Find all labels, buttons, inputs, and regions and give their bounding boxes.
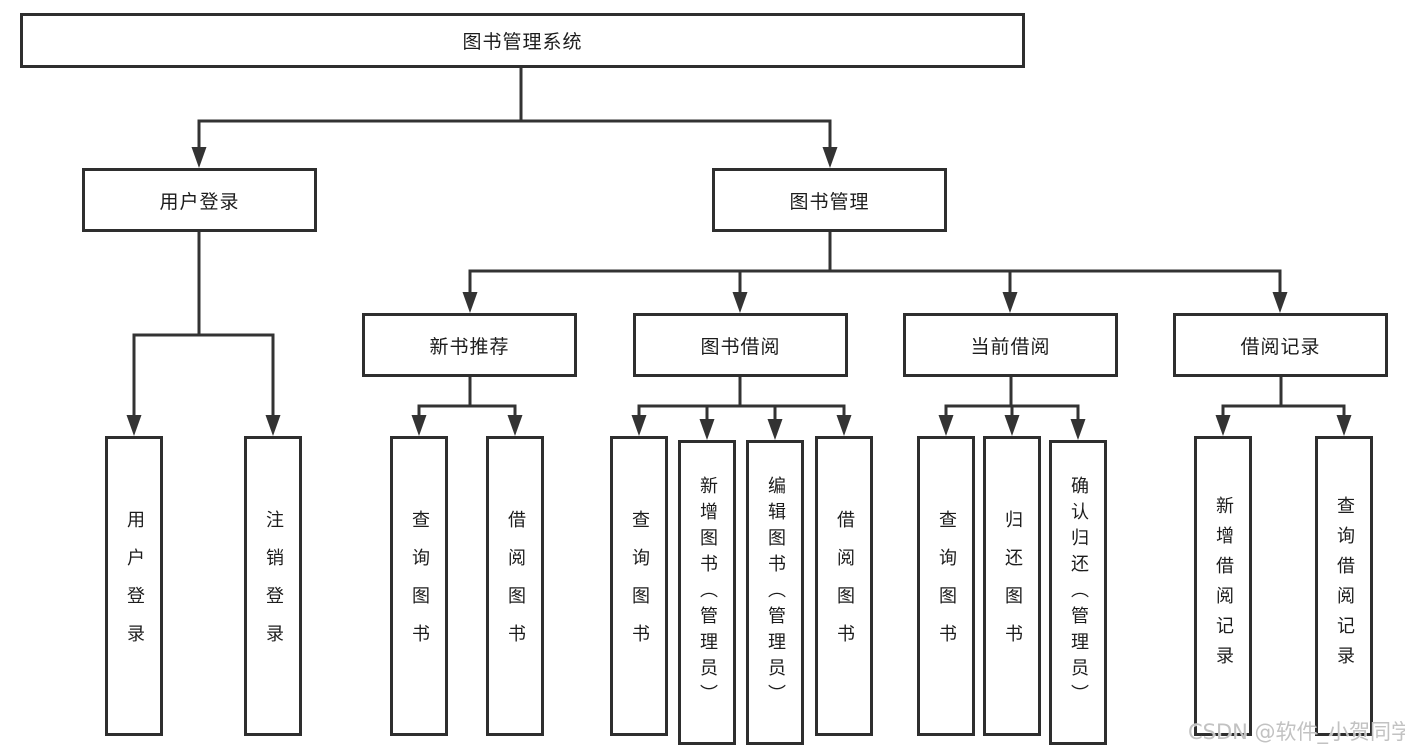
leaf-cb-query-books: 查询图书 <box>917 436 975 736</box>
connector-user-login-to-leaves <box>126 230 281 436</box>
leaf-nb-query-books: 查询图书 <box>390 436 448 736</box>
arrowhead-icon <box>1004 415 1020 436</box>
leaf-user-login: 用户登录 <box>105 436 163 736</box>
arrowhead-icon <box>1272 292 1288 313</box>
node-label: 查询图书 <box>409 510 430 662</box>
leaf-bb-add-books-admin: 新增图书（管理员） <box>678 440 736 745</box>
connector-new-book-recommend-to-leaves <box>411 375 523 436</box>
node-label: 当前借阅 <box>970 335 1051 358</box>
arrowhead-icon <box>1070 419 1086 440</box>
node-label: 借阅图书 <box>834 510 855 662</box>
node-label: 注销登录 <box>263 510 284 662</box>
node-label: 编辑图书（管理员） <box>765 475 786 710</box>
node-label: 图书管理 <box>789 190 870 213</box>
csdn-watermark: CSDN @软件_小贺同学 <box>1188 720 1405 744</box>
arrowhead-icon <box>1215 415 1231 436</box>
connector-current-borrow-to-leaves <box>938 375 1086 440</box>
node-book-management: 图书管理 <box>712 168 947 232</box>
arrowhead-icon <box>462 292 478 313</box>
node-label: 借阅图书 <box>505 510 526 662</box>
connector-borrow-records-to-leaves <box>1215 375 1352 436</box>
arrowhead-icon <box>938 415 954 436</box>
leaf-br-query-record: 查询借阅记录 <box>1315 436 1373 736</box>
node-label: 归还图书 <box>1002 510 1023 662</box>
leaf-nb-borrow-books: 借阅图书 <box>486 436 544 736</box>
connector-root-to-level2 <box>191 66 838 168</box>
arrowhead-icon <box>507 415 523 436</box>
arrowhead-icon <box>836 415 852 436</box>
leaf-logout: 注销登录 <box>244 436 302 736</box>
node-label: 查询图书 <box>629 510 650 662</box>
arrowhead-icon <box>699 419 715 440</box>
arrowhead-icon <box>1002 292 1018 313</box>
node-label: 新书推荐 <box>429 335 510 358</box>
leaf-bb-edit-books-admin: 编辑图书（管理员） <box>746 440 804 745</box>
arrowhead-icon <box>126 415 142 436</box>
node-label: 图书借阅 <box>700 335 781 358</box>
connector-book-borrow-to-leaves <box>631 375 852 440</box>
node-new-book-recommend: 新书推荐 <box>362 313 577 377</box>
node-label: 新增借阅记录 <box>1213 496 1234 676</box>
arrowhead-icon <box>732 292 748 313</box>
arrowhead-icon <box>411 415 427 436</box>
node-label: 借阅记录 <box>1240 335 1321 358</box>
node-label: 新增图书（管理员） <box>697 475 718 710</box>
arrowhead-icon <box>822 147 838 168</box>
node-user-login: 用户登录 <box>82 168 317 232</box>
node-label: 用户登录 <box>124 510 145 662</box>
leaf-cb-return-books: 归还图书 <box>983 436 1041 736</box>
node-book-borrow: 图书借阅 <box>633 313 848 377</box>
arrowhead-icon <box>767 419 783 440</box>
leaf-cb-confirm-return-admin: 确认归还（管理员） <box>1049 440 1107 745</box>
node-label: 查询图书 <box>936 510 957 662</box>
node-label: 查询借阅记录 <box>1334 496 1355 676</box>
node-borrow-records: 借阅记录 <box>1173 313 1388 377</box>
node-label: 确认归还（管理员） <box>1068 475 1089 710</box>
node-label: 图书管理系统 <box>462 31 583 53</box>
node-library-management-system: 图书管理系统 <box>20 13 1025 68</box>
node-current-borrow: 当前借阅 <box>903 313 1118 377</box>
arrowhead-icon <box>191 147 207 168</box>
leaf-bb-query-books: 查询图书 <box>610 436 668 736</box>
arrowhead-icon <box>1336 415 1352 436</box>
leaf-br-add-record: 新增借阅记录 <box>1194 436 1252 736</box>
arrowhead-icon <box>631 415 647 436</box>
leaf-bb-borrow-books: 借阅图书 <box>815 436 873 736</box>
arrowhead-icon <box>265 415 281 436</box>
connector-book-management-to-level3 <box>462 230 1288 313</box>
node-label: 用户登录 <box>159 190 240 213</box>
